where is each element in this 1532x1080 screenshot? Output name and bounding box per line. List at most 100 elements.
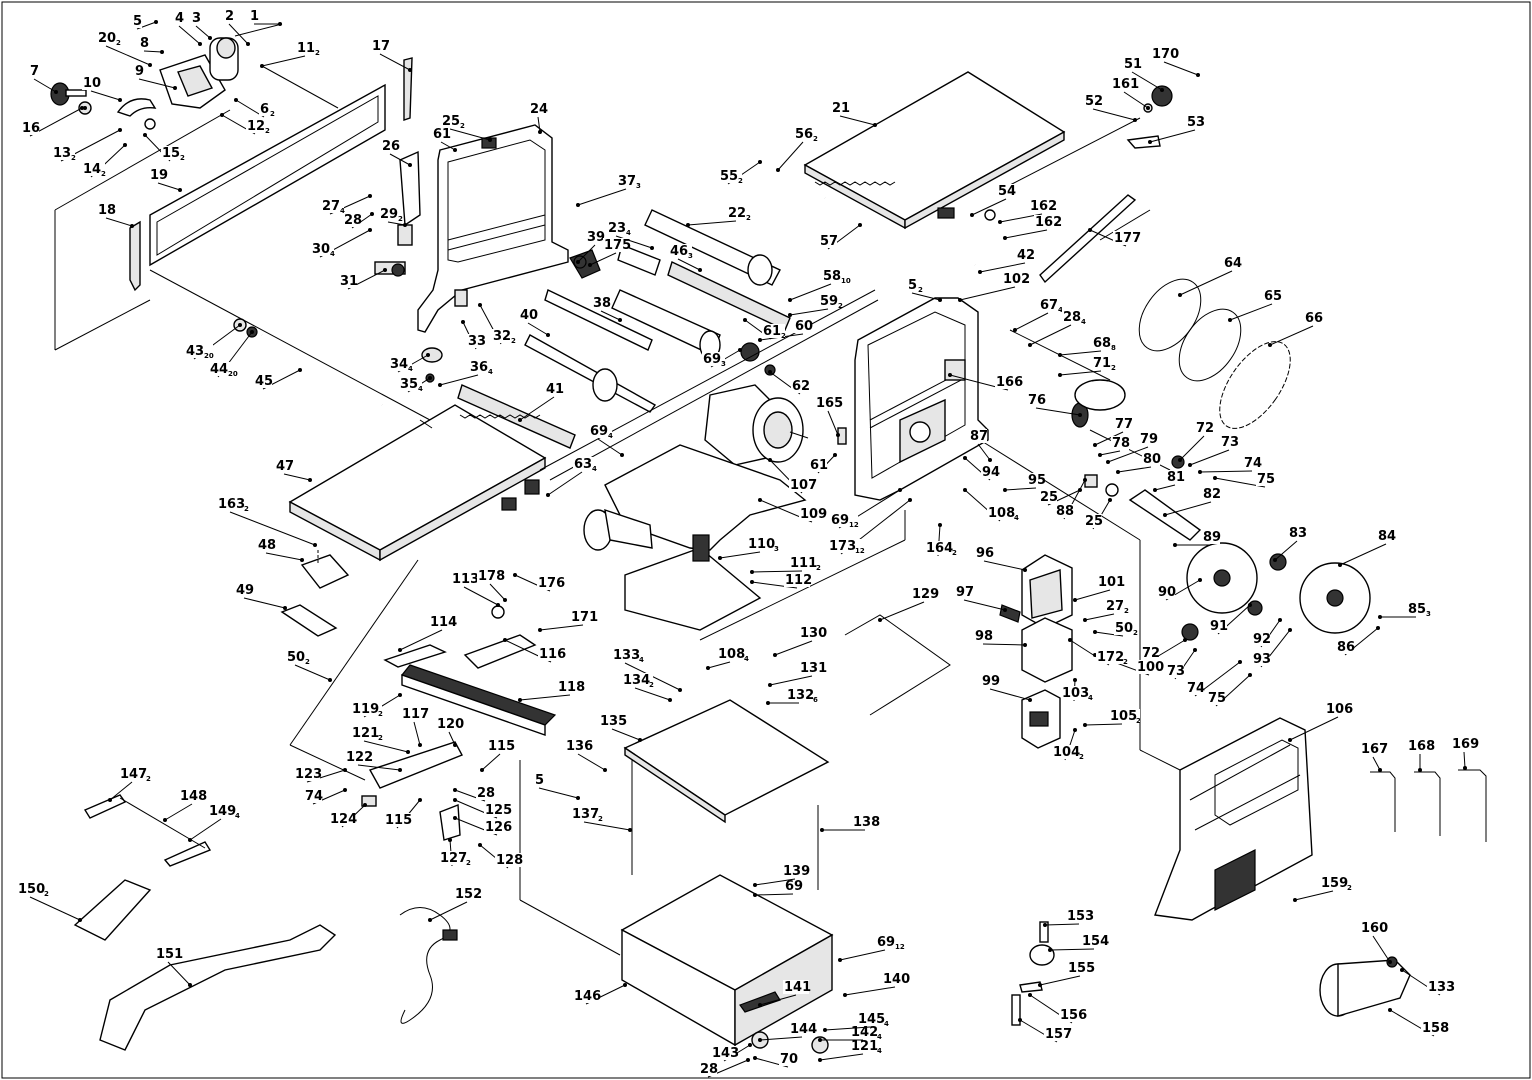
label-backdrop <box>782 864 808 878</box>
part-number-label: 69 <box>877 935 895 950</box>
label-backdrop <box>1034 215 1060 229</box>
label-backdrop <box>784 879 802 893</box>
part-number-label: 59 <box>820 294 838 309</box>
label-backdrop <box>174 11 184 25</box>
leader-line <box>519 396 555 421</box>
part-number-label: 47 <box>276 459 294 474</box>
label-backdrop <box>981 465 999 479</box>
leader-line <box>1229 303 1273 321</box>
leader-dot <box>403 223 407 227</box>
part-number-label: 159 <box>1321 876 1348 891</box>
leader-dot <box>478 843 482 847</box>
label-backdrop <box>1084 94 1102 108</box>
part-number-label: 18 <box>98 203 116 218</box>
leader-line <box>363 740 409 753</box>
part-number-label: 127 <box>440 851 467 866</box>
leader-dot <box>768 370 772 374</box>
part-number-label: 55 <box>720 169 738 184</box>
label-backdrop <box>1166 664 1184 678</box>
leader-line <box>754 893 794 896</box>
part-number-label: 70 <box>780 1052 798 1067</box>
callout-138: 138 <box>820 815 880 832</box>
hex-keys <box>1370 769 1487 842</box>
leader-line <box>789 308 829 316</box>
quantity-subscript: 3 <box>721 360 726 368</box>
part-number-label: 122 <box>346 750 373 765</box>
leader-line <box>719 551 761 559</box>
quantity-subscript: 2 <box>71 154 76 162</box>
leader-dot <box>453 743 457 747</box>
label-backdrop <box>484 820 510 834</box>
part-number-label: 13 <box>53 146 71 161</box>
leader-dot <box>80 106 84 110</box>
leader-dot <box>743 318 747 322</box>
quantity-subscript: 2 <box>265 127 270 135</box>
quantity-subscript: 12 <box>849 521 859 529</box>
leader-line <box>265 552 303 561</box>
callout-78: 78 <box>1098 436 1130 457</box>
leader-line <box>294 664 331 681</box>
leader-dot <box>1068 638 1072 642</box>
bar-122 <box>368 741 463 789</box>
leader-dot <box>313 543 317 547</box>
leader-dot <box>461 320 465 324</box>
callout-167: 167 <box>1360 742 1388 772</box>
part-number-label: 61 <box>433 127 451 142</box>
leader-dot <box>246 42 250 46</box>
leader-dot <box>1133 118 1137 122</box>
leader-dot <box>1058 353 1062 357</box>
outfeed-table-21 <box>803 71 1066 230</box>
leader-line <box>1074 589 1111 601</box>
quantity-subscript: 2 <box>180 154 185 162</box>
part-number-label: 98 <box>975 629 993 644</box>
label-backdrop <box>995 375 1021 389</box>
callout-171: 171 <box>538 610 598 632</box>
leader-line <box>759 1036 803 1041</box>
callout-135: 135 <box>599 714 642 742</box>
label-backdrop <box>294 767 320 781</box>
part-number-label: 62 <box>792 379 810 394</box>
callout-47: 47 <box>275 459 312 482</box>
callout-2: 2 <box>224 9 250 46</box>
leader-dot <box>1093 630 1097 634</box>
label-backdrop <box>789 1022 815 1036</box>
leader-line <box>911 292 941 301</box>
label-backdrop <box>789 478 815 492</box>
leader-dot <box>958 298 962 302</box>
fence-bracket-18 <box>129 220 141 292</box>
part-number-label: 162 <box>1035 215 1062 230</box>
leader-line <box>1107 446 1149 463</box>
shaft-40 <box>544 289 653 351</box>
callout-60: 60 <box>758 319 813 342</box>
part-number-label: 108 <box>988 506 1015 521</box>
quantity-subscript: 2 <box>244 505 249 513</box>
small-parts-153-157 <box>1011 921 1055 1026</box>
label-backdrop <box>1081 934 1107 948</box>
leader-dot <box>370 212 374 216</box>
quantity-subscript: 2 <box>378 710 383 718</box>
quantity-subscript: 2 <box>598 815 603 823</box>
leader-dot <box>398 768 402 772</box>
drive-parts-right-top <box>1009 85 1173 284</box>
part-number-label: 169 <box>1452 737 1479 752</box>
part-number-label: 135 <box>600 714 627 729</box>
part-number-label: 5 <box>535 773 544 788</box>
leader-dot <box>898 488 902 492</box>
leader-line <box>439 374 479 386</box>
leader-dot <box>238 323 242 327</box>
label-backdrop <box>1451 737 1477 751</box>
callout-8: 8 <box>139 36 164 54</box>
label-backdrop <box>1061 686 1092 700</box>
callout-33: 33 <box>461 320 486 350</box>
part-number-label: 4 <box>175 11 184 26</box>
part-number-label: 72 <box>1142 646 1160 661</box>
accessories <box>73 794 458 1051</box>
